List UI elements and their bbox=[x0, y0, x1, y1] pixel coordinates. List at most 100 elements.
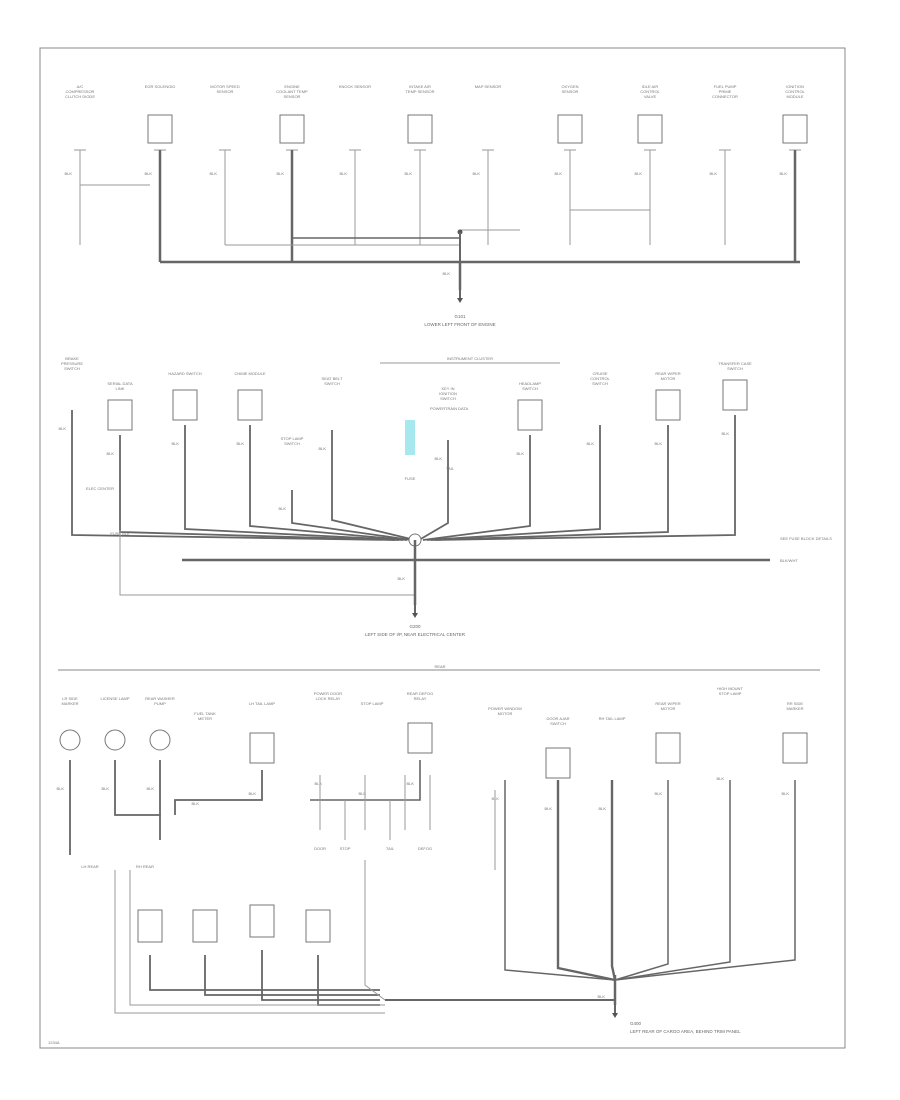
wire-color-label: BLK bbox=[586, 441, 594, 446]
rear-wire bbox=[114, 760, 161, 816]
ground-arrow bbox=[412, 613, 418, 618]
wire-color-label: BLK bbox=[472, 171, 480, 176]
dash-component-label-line: SWITCH bbox=[727, 366, 743, 371]
wire-color-label: BLK bbox=[146, 786, 154, 791]
dash-component-label-line: SWITCH bbox=[324, 381, 340, 386]
dash-component-label-line: SWITCH bbox=[64, 366, 80, 371]
rear-component-label-line: LOCK RELAY bbox=[316, 696, 341, 701]
component-connector bbox=[192, 909, 218, 943]
engine-component-label-line: SENSOR bbox=[284, 94, 301, 99]
diagram-border bbox=[39, 47, 846, 1049]
rear-component-label-line: STOP LAMP bbox=[719, 691, 742, 696]
component-connector bbox=[172, 389, 198, 421]
dash-component-label-line: CHIME MODULE bbox=[234, 371, 265, 376]
rear-component-label-line: REAR WIPER bbox=[655, 701, 680, 706]
engine-component-label-line: CLUTCH DIODE bbox=[65, 94, 95, 99]
tag-label: TAIL bbox=[386, 846, 395, 851]
engine-component-label-line: TEMP SENSOR bbox=[405, 89, 434, 94]
component-connector bbox=[557, 114, 583, 144]
rear-wire bbox=[174, 770, 263, 815]
dash-component-label-line: CONTROL bbox=[590, 376, 610, 381]
wire-color-label: BLK bbox=[709, 171, 717, 176]
dash-component-label-line: HEADLAMP bbox=[519, 381, 541, 386]
rear-wire bbox=[149, 955, 380, 991]
dash-wire bbox=[430, 425, 669, 541]
dash-wire bbox=[331, 430, 416, 541]
wire-color-label: BLK bbox=[339, 171, 347, 176]
component-connector bbox=[545, 747, 571, 779]
aux-ground-wire bbox=[119, 530, 415, 596]
rear-component-label-line: PUMP bbox=[154, 701, 166, 706]
engine-component-label: MAP SENSOR bbox=[475, 84, 502, 89]
engine-component-label-line: IGNITION bbox=[786, 84, 804, 89]
component-connector bbox=[407, 722, 433, 754]
rear-wire bbox=[504, 780, 616, 981]
rear-component: STOP LAMP BLK bbox=[358, 701, 383, 796]
wire-color-label: BLK bbox=[56, 786, 64, 791]
engine-component-label-line: A/C bbox=[77, 84, 84, 89]
wire-color-label: BLK bbox=[654, 791, 662, 796]
dash-component-label-line: SWITCH bbox=[592, 381, 608, 386]
dash-component: CHIME MODULE BLK bbox=[234, 371, 408, 541]
wire-color-label: BLK bbox=[654, 441, 662, 446]
rear-lower-component bbox=[192, 909, 380, 996]
rear-component-label-line: METER bbox=[198, 716, 212, 721]
engine-component-label-line: CONNECTOR bbox=[712, 94, 738, 99]
rear-component-label: STOP LAMP bbox=[361, 701, 384, 706]
wire-color-label: BLK bbox=[191, 801, 199, 806]
component-connector bbox=[637, 114, 663, 144]
wire-color-label: BLK bbox=[404, 171, 412, 176]
component-connector bbox=[137, 909, 163, 943]
wire-color-label: BLK bbox=[236, 441, 244, 446]
wire-color-label: BLK bbox=[434, 456, 442, 461]
component-connector bbox=[722, 379, 748, 411]
dash-wire bbox=[184, 425, 404, 541]
component-connector bbox=[655, 389, 681, 421]
rear-component-label-line: LR SIDE bbox=[62, 696, 78, 701]
wire-color-label: BLK bbox=[106, 451, 114, 456]
wire-color-label: BLK bbox=[358, 791, 366, 796]
dash-wire bbox=[426, 425, 601, 541]
rear-component-label-line: LH TAIL LAMP bbox=[249, 701, 275, 706]
rear-component-label: RH TAIL LAMP bbox=[599, 716, 626, 721]
component-connector bbox=[249, 732, 275, 764]
wire-color-label: BLK bbox=[64, 171, 72, 176]
dash-component-label-line: BRAKE bbox=[65, 356, 79, 361]
engine-component: MAP SENSOR BLK bbox=[472, 84, 501, 245]
engine-component-label-line: PRIME bbox=[719, 89, 732, 94]
rear-component-label-line: DOOR AJAR bbox=[546, 716, 569, 721]
wire-color-label: BLK bbox=[544, 806, 552, 811]
dash-component-label-line: SWITCH bbox=[284, 441, 300, 446]
engine-component-label-line: MAP SENSOR bbox=[475, 84, 502, 89]
wire-color-label: BLK bbox=[101, 786, 109, 791]
rear-component-label-line: MARKER bbox=[61, 701, 78, 706]
rear-wire bbox=[129, 870, 385, 1006]
wire-color-label: BLK bbox=[314, 781, 322, 786]
dash-component-label-line: MOTOR bbox=[661, 376, 676, 381]
